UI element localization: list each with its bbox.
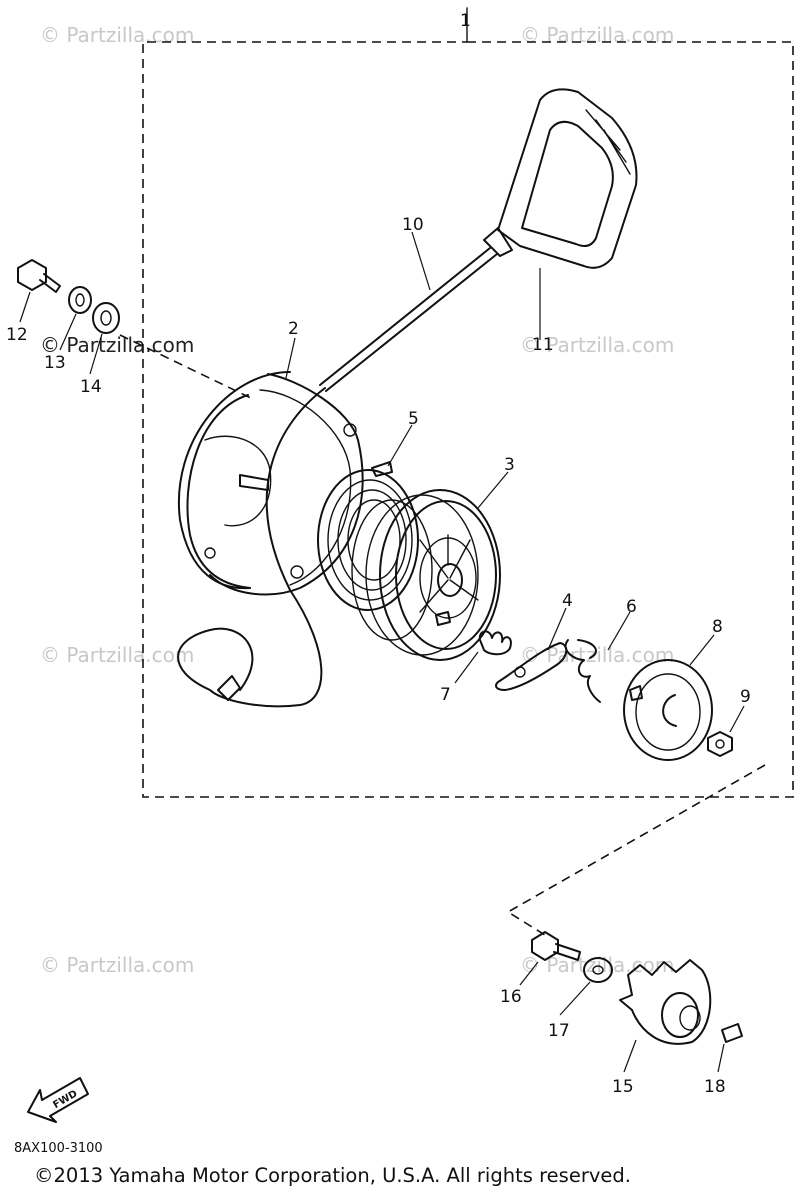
callout-14: 14	[80, 377, 102, 397]
callout-4: 4	[562, 591, 573, 611]
callout-15: 15	[612, 1077, 634, 1097]
bolt-part	[17, 259, 61, 293]
starter-rope-part	[177, 247, 498, 708]
callout-12: 12	[6, 325, 28, 345]
leader-lines	[19, 231, 745, 1073]
nut-part	[707, 731, 733, 757]
copyright-notice: ©2013 Yamaha Motor Corporation, U.S.A. A…	[34, 1164, 631, 1187]
watermark: © Partzilla.com	[40, 643, 194, 667]
starter-handle-part	[483, 88, 638, 269]
forward-arrow-icon: FWD	[27, 1077, 89, 1123]
sheave-drum-part	[351, 489, 501, 661]
callout-2: 2	[288, 319, 299, 339]
callout-13: 13	[44, 353, 66, 373]
callout-18: 18	[704, 1077, 726, 1097]
bolt-part	[531, 931, 581, 961]
pawl-spring-part	[478, 630, 512, 656]
callout-9: 9	[740, 687, 751, 707]
callout-6: 6	[626, 597, 637, 617]
guide-clip-part	[564, 639, 601, 703]
starter-pulley-part	[619, 959, 712, 1045]
callout-1: 1	[460, 11, 471, 31]
watermark: © Partzilla.com	[520, 643, 674, 667]
starter-case-part	[177, 371, 364, 596]
callout-16: 16	[500, 987, 522, 1007]
callout-10: 10	[402, 215, 424, 235]
watermark: © Partzilla.com	[520, 333, 674, 357]
diagram-code: 8AX100-3100	[14, 1141, 103, 1156]
recoil-spring-part	[317, 461, 419, 611]
callout-5: 5	[408, 409, 419, 429]
watermark: © Partzilla.com	[520, 23, 674, 47]
callout-7: 7	[440, 685, 451, 705]
watermarks: © Partzilla.com © Partzilla.com © Partzi…	[40, 23, 674, 977]
assembly-boundary	[119, 7, 794, 936]
watermark: © Partzilla.com	[40, 23, 194, 47]
woodruff-key-part	[721, 1023, 743, 1043]
callout-11: 11	[532, 335, 554, 355]
friction-plate-part	[623, 659, 713, 761]
callout-3: 3	[504, 455, 515, 475]
washer-part	[583, 957, 613, 983]
drive-pawl-part	[495, 642, 568, 691]
callout-17: 17	[548, 1021, 570, 1041]
callout-8: 8	[712, 617, 723, 637]
watermark: © Partzilla.com	[40, 953, 194, 977]
washer-part	[92, 302, 120, 334]
lock-washer-part	[68, 286, 92, 314]
callout-labels: 1 2 3 4 5 6 7 8 9 10 11 12 13 14 15 16 1…	[6, 11, 751, 1097]
